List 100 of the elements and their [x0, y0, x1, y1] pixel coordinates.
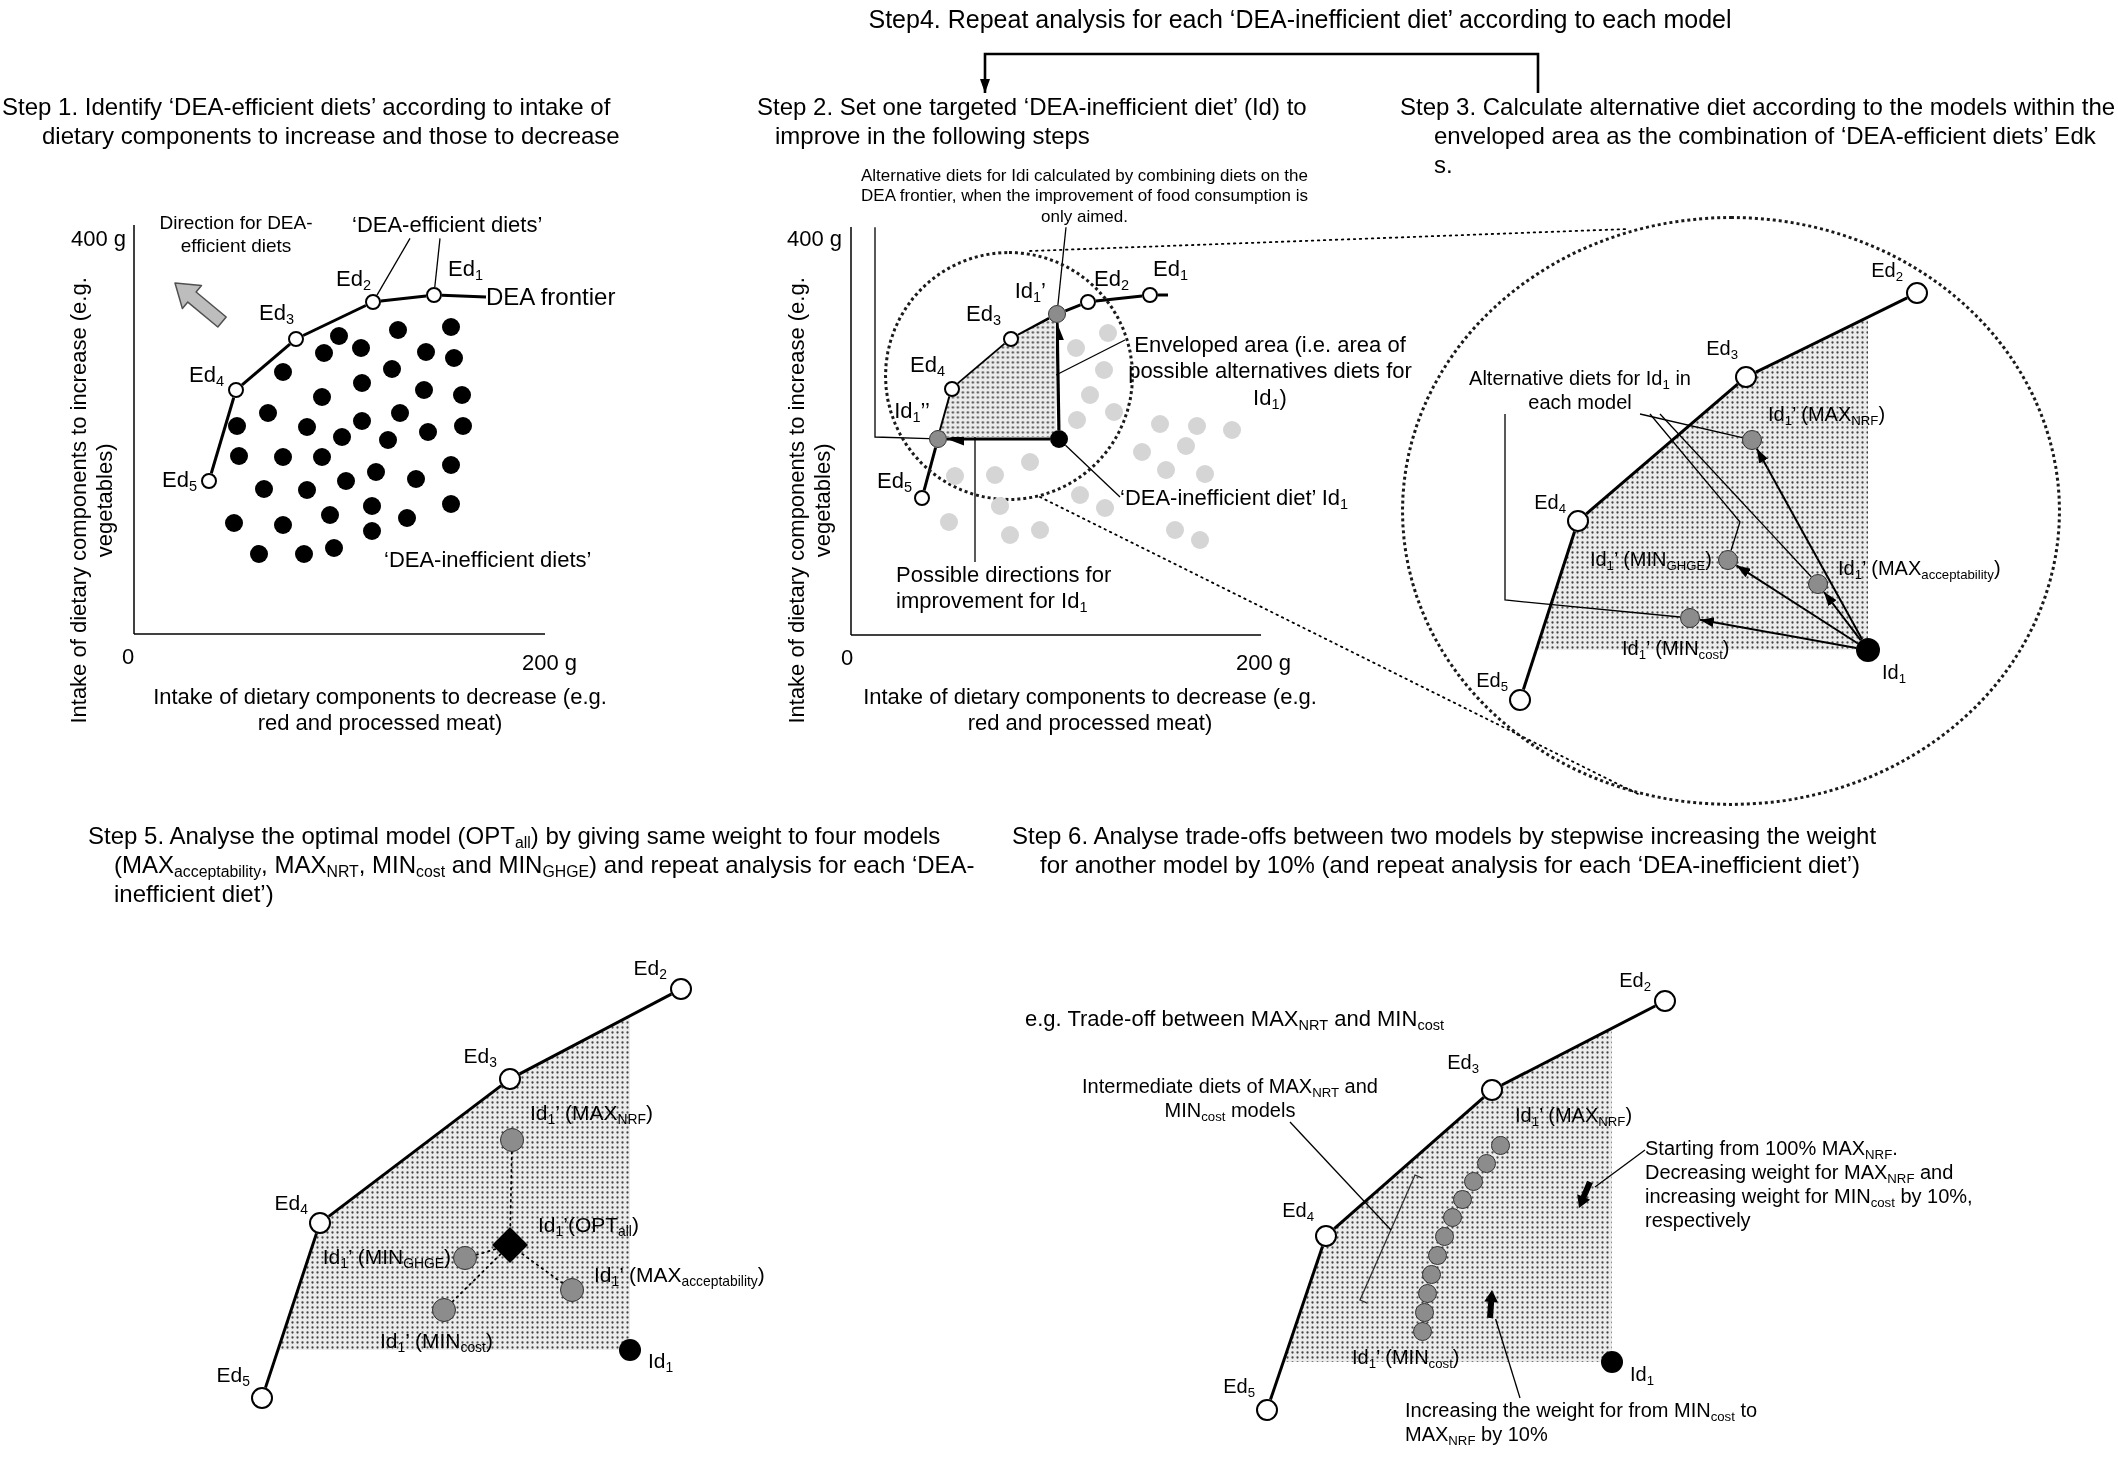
point-label: Ed$_{3}$: [966, 301, 1001, 328]
leader-line: [1659, 413, 1812, 578]
point-label: Id$_{1}$’(OPT$_{all}$): [538, 1212, 639, 1238]
point-label: Ed$_{1}$: [448, 256, 483, 283]
leader-line: [1504, 413, 1681, 618]
axis-tick-label: 400 g: [786, 226, 842, 253]
leader-line: [1289, 1121, 1392, 1231]
point-label: Id$_{1}$: [1630, 1362, 1655, 1386]
frontier-line: [1521, 531, 1577, 690]
point-label: Id$_{1}$’ (MAX$_{acceptability}$): [1838, 556, 2001, 580]
frontier-line: [1064, 303, 1082, 313]
axis-title: Intake of dietary components to decrease (e.g. red and processed meat): [862, 684, 1318, 737]
leader-line: [1639, 413, 1743, 439]
step-heading: Step 5. Analyse the optimal model (OPT$_{all}$) by giving same weight to four models (MAX$_{acceptability}$, MAX$_{NRT}$, MIN$_{cost}$ and MIN$_{GHGE}$) and repeat analysis for each ‘DEA-inefficient diet’): [88, 822, 976, 909]
point-label: Id$_{1}$’ (MIN$_{GHGE}$): [1589, 547, 1712, 571]
point-label: Id$_{1}$’ (MAX$_{NRF}$): [1515, 1103, 1633, 1127]
point-label: Ed$_{5}$: [216, 1362, 250, 1388]
point-label: Ed$_{2}$: [1094, 266, 1129, 293]
point-label: Ed$_{5}$: [1223, 1374, 1255, 1398]
dotted-line: [475, 1248, 497, 1256]
point-label: Ed$_{3}$: [463, 1043, 497, 1069]
axis-tick-label: 200 g: [522, 650, 578, 677]
point-label: Id$_{1}$’ (MIN$_{GHGE}$): [322, 1244, 451, 1270]
axis-title: Intake of dietary components to increase (e.g. vegetables): [783, 275, 836, 726]
dotted-line: [509, 1151, 513, 1229]
annotation-text: ‘DEA-efficient diets’: [352, 212, 543, 239]
point-label: Id$_{1}$’ (MIN$_{cost}$): [380, 1328, 493, 1354]
point-label: Id$_{1}$’ (MAX$_{NRF}$): [530, 1100, 653, 1126]
leader-line: [376, 237, 411, 296]
frontier-line: [519, 992, 672, 1076]
frontier-line: [1158, 293, 1168, 297]
leader-line: [1055, 339, 1126, 376]
frontier-line: [302, 304, 367, 337]
axis-title: Intake of dietary components to decrease (e.g. red and processed meat): [152, 684, 608, 737]
point-label: Id$_{1}$’ (MIN$_{cost}$): [1352, 1345, 1460, 1369]
annotation-text: ‘DEA-inefficient diet’ Id$_{1}$: [1120, 485, 1349, 512]
leader-line: [1494, 1318, 1521, 1399]
point-label: Id$_{1}$: [1882, 660, 1907, 684]
annotation-text: Alternative diets for Idi calculated by combining diets on the DEA frontier, when the improvement of food consumption is only aimed.: [848, 166, 1321, 228]
dotted-line: [1029, 228, 1629, 252]
frontier-line: [1755, 296, 1908, 374]
point-label: Ed$_{5}$: [1476, 668, 1508, 692]
frontier-line: [1333, 1096, 1485, 1230]
arrow: [1755, 447, 1864, 641]
frontier-line: [264, 1232, 318, 1389]
annotation-text: Enveloped area (i.e. area of possible alternatives diets for Id$_{1}$): [1125, 332, 1415, 412]
frontier-line: [1501, 1004, 1656, 1087]
frontier-line: [1095, 294, 1143, 303]
point-label: Id$_{1}$’’: [894, 398, 930, 425]
point-label: Id$_{1}$’ (MIN$_{cost}$): [1622, 636, 1730, 660]
point-label: Id$_{1}$’ (MAX$_{NRF}$): [1768, 402, 1886, 426]
frontier-line: [327, 1084, 503, 1218]
frontier-line: [938, 396, 952, 431]
annotation-text: Direction for DEA-efficient diets: [158, 212, 314, 258]
step-heading: Step 2. Set one targeted ‘DEA-inefficient diet’ (Id) to improve in the following steps: [757, 93, 1367, 151]
step-heading: Step 6. Analyse trade-offs between two models by stepwise increasing the weight for another model by 10% (and repeat analysis for each ‘DEA-inefficient diet’): [1012, 822, 1878, 880]
dotted-line: [451, 1253, 502, 1303]
annotation-text: ‘DEA-inefficient diets’: [384, 547, 592, 574]
frontier-line: [1269, 1245, 1324, 1401]
point-label: Ed$_{2}$: [1871, 258, 1903, 282]
point-label: Ed$_{5}$: [877, 468, 912, 495]
point-label: Ed$_{2}$: [633, 955, 667, 981]
dotted-line: [519, 1251, 564, 1284]
leader-line: [434, 237, 441, 288]
frontier-line: [380, 294, 427, 303]
step-heading: Step 1. Identify ‘DEA-efficient diets’ according to intake of dietary components to increase and those to decrease: [2, 93, 621, 151]
frontier-line: [1585, 383, 1739, 515]
point-label: Ed$_{4}$: [1282, 1198, 1314, 1222]
arrow: [980, 52, 1540, 93]
axis-tick-label: 0: [122, 644, 135, 671]
point-label: Ed$_{3}$: [259, 300, 294, 327]
axis-tick-label: 0: [841, 645, 854, 672]
point-label: Ed$_{2}$: [1619, 968, 1651, 992]
frontier-line: [441, 293, 487, 299]
point-label: Ed$_{4}$: [1534, 490, 1566, 514]
annotation-text: Starting from 100% MAX$_{NRF}$. Decreasing weight for MAX$_{NRF}$ and increasing weight for MIN$_{cost}$ by 10%, respectively: [1645, 1136, 1990, 1232]
point-label: Id$_{1}$’ (MAX$_{acceptability}$): [594, 1262, 765, 1288]
point-label: Ed$_{2}$: [336, 266, 371, 293]
leader-line: [874, 226, 930, 440]
annotation-text: Possible directions for improvement for Id$_{1}$: [896, 562, 1146, 615]
frontier-line: [922, 447, 938, 491]
point-label: Ed$_{5}$: [162, 467, 197, 494]
annotation-text: Intermediate diets of MAX$_{NRT}$ and MIN$_{cost}$ models: [1060, 1074, 1400, 1122]
annotation-text: Increasing the weight for from MIN$_{cost}$ to MAX$_{NRF}$ by 10%: [1405, 1398, 1790, 1446]
axis-tick-label: 400 g: [70, 226, 126, 253]
annotation-text: e.g. Trade-off between MAX$_{NRT}$ and MIN$_{cost}$: [1025, 1006, 1444, 1033]
frontier-line: [209, 397, 236, 474]
frontier-line: [241, 343, 291, 386]
frontier-line: [957, 343, 1006, 385]
arrow: [1823, 591, 1862, 642]
point-label: Id$_{1}$’: [1014, 278, 1046, 305]
leader-line: [1064, 444, 1121, 498]
axis-title: Intake of dietary components to increase (e.g. vegetables): [65, 275, 118, 726]
axis-tick-label: 200 g: [1236, 650, 1292, 677]
annotation-text: DEA frontier: [486, 283, 616, 312]
dotted-line: [1039, 496, 1641, 796]
point-label: Ed$_{4}$: [189, 362, 224, 389]
point-label: Id$_{1}$: [648, 1348, 674, 1374]
leader-line: [1649, 413, 1741, 552]
point-label: Ed$_{4}$: [274, 1190, 308, 1216]
